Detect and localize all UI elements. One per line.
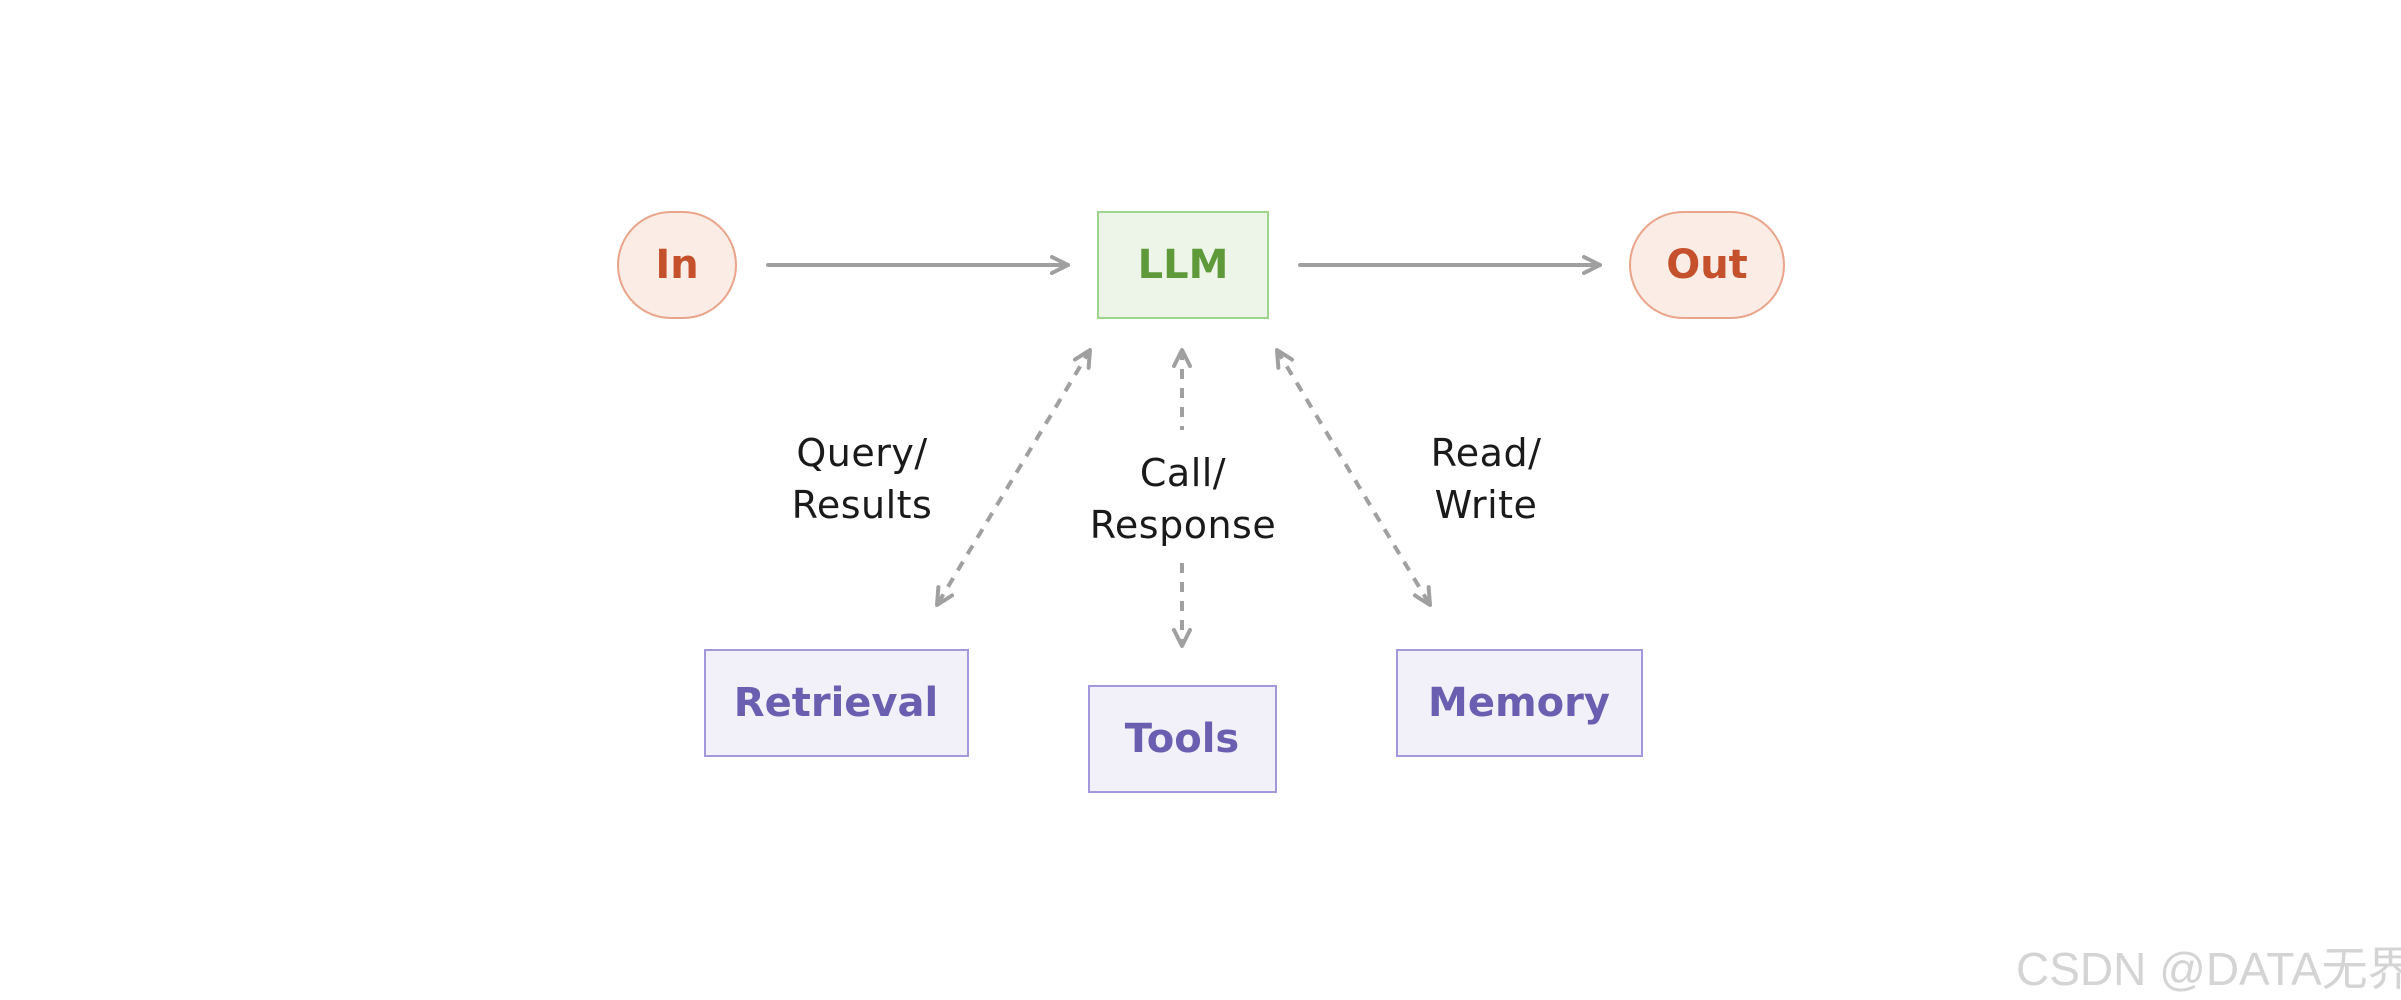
- llm-memory-arrow: [1275, 348, 1432, 607]
- retrieval-node-label: Retrieval: [734, 680, 938, 726]
- memory-node: Memory: [1396, 649, 1643, 757]
- llm-node: LLM: [1097, 211, 1269, 319]
- tools-node-label: Tools: [1125, 716, 1239, 762]
- input-node: In: [617, 211, 737, 319]
- llm-retrieval-arrow: [935, 348, 1092, 607]
- memory-edge-label-line2: Write: [1435, 483, 1538, 527]
- tools-edge-label-line2: Response: [1090, 503, 1277, 547]
- llm-node-label: LLM: [1138, 242, 1229, 288]
- output-node: Out: [1629, 211, 1785, 319]
- retrieval-node: Retrieval: [704, 649, 969, 757]
- memory-edge-label-line1: Read/: [1431, 431, 1542, 475]
- tools-node: Tools: [1088, 685, 1277, 793]
- tools-edge-label-line1: Call/: [1140, 451, 1226, 495]
- retrieval-edge-label-line1: Query/: [796, 431, 927, 475]
- output-node-label: Out: [1666, 242, 1748, 288]
- retrieval-edge-label-line2: Results: [792, 483, 933, 527]
- watermark: CSDN @DATA无界: [2016, 943, 2401, 995]
- memory-node-label: Memory: [1428, 680, 1610, 726]
- input-node-label: In: [655, 242, 698, 288]
